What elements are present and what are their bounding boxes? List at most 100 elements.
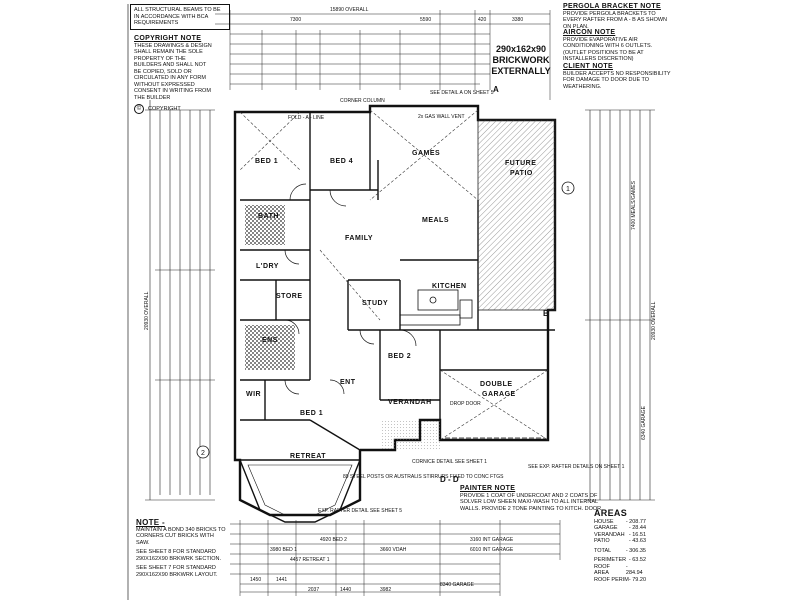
general-note-title: NOTE -: [136, 518, 165, 527]
grid-marker-2-label: 2: [201, 450, 205, 457]
areas-row-value: - 306.35: [625, 547, 646, 554]
top-dim-1: 7300: [290, 17, 301, 23]
pergola-body: PROVIDE PERGOLA BRACKETS TO EVERY RAFTER…: [563, 10, 668, 30]
room-study: STUDY: [362, 300, 388, 307]
room-verandah: VERANDAH: [388, 399, 432, 406]
painter-body: PROVIDE 1 COAT OF UNDERCOAT AND 2 COATS …: [460, 492, 603, 512]
room-wir: WIR: [246, 391, 261, 398]
bottom-vdah-dim: 3660 VDAH: [380, 547, 407, 553]
bottom-dimension-chains: [230, 520, 561, 596]
areas-row-value: - 43.63: [628, 538, 646, 544]
right-garage-dim: 6340 GARAGE: [641, 405, 647, 440]
see-detail-label: SEE DETAIL A ON SHEET 5: [430, 90, 494, 96]
right-meals-dim: 7400 MEALS/GAMES: [631, 180, 637, 230]
cornice-detail-label: CORNICE DETAIL SEE SHEET 1: [412, 459, 487, 465]
room-store: STORE: [276, 293, 303, 300]
areas-row: HOUSE - 208.77: [594, 519, 646, 526]
room-bed1-top: BED 1: [255, 158, 278, 165]
aircon-note: AIRCON NOTE PROVIDE EVAPORATIVE AIR COND…: [563, 29, 673, 63]
room-bed1: BED 1: [300, 410, 323, 417]
left-overall-dim: 20930 OVERALL: [144, 291, 150, 330]
aircon-title: AIRCON NOTE: [563, 29, 616, 36]
areas-row-label: ROOF AREA: [594, 563, 610, 577]
general-note: NOTE - MAINTAIN A BOND 340 BRICKS TO COR…: [136, 518, 226, 578]
room-future-patio-2: PATIO: [510, 170, 533, 177]
client-note: CLIENT NOTE BUILDER ACCEPTS NO RESPONSIB…: [563, 63, 673, 90]
areas-row-value: - 79.20: [628, 576, 646, 583]
areas-row-label: GARAGE: [594, 525, 618, 531]
gas-vent-label: 2x GAS WALL VENT: [418, 114, 465, 120]
room-kitchen: KITCHEN: [432, 283, 467, 290]
general-note-line-3: SEE SHEET 7 FOR STANDARD 290x162x90 BRKW…: [136, 565, 218, 578]
painter-title: PAINTER NOTE: [460, 485, 516, 492]
areas-row-label: HOUSE: [594, 518, 614, 525]
copyright-body: THESE DRAWINGS & DESIGN SHALL REMAIN THE…: [134, 42, 212, 101]
plan-annotations: CORNER COLUMN SEE DETAIL A ON SHEET 5 FO…: [288, 85, 625, 514]
room-double-garage: DOUBLE: [480, 381, 513, 388]
areas-row-value: - 284.94: [625, 563, 643, 577]
room-retreat: RETREAT: [290, 453, 326, 460]
top-dim-2: 5590: [420, 17, 431, 23]
areas-row-value: - 63.52: [628, 557, 646, 563]
areas-row-label: TOTAL: [594, 547, 612, 554]
areas-row-value: - 208.77: [625, 518, 646, 525]
door-swings: [284, 183, 417, 395]
areas-row-label: VERANDAH: [594, 531, 625, 538]
room-labels: BED 1 BED 4 GAMES FUTURE PATIO MEALS FAM…: [246, 150, 536, 460]
room-bed4: BED 4: [330, 158, 353, 165]
brickwork-label: BRICKWORK: [492, 55, 550, 65]
top-dimension-chains: [215, 10, 551, 100]
areas-row-value: - 16.51: [628, 531, 646, 538]
left-dimension-chains: [145, 100, 215, 501]
bottom-dim-c: 2037: [308, 587, 319, 593]
bottom-dim-e: 3982: [380, 587, 391, 593]
bottom-dim-d: 1440: [340, 587, 351, 593]
bottom-int-garage2-dim: 3160 INT GARAGE: [470, 537, 514, 543]
steel-posts-label: 89 STEEL POSTS OR AUSTRALIS STIRRUPS FIX…: [343, 474, 504, 480]
bath-tiles: [245, 205, 285, 245]
room-games: GAMES: [412, 150, 440, 157]
copyright-icon: ©: [134, 104, 144, 114]
corner-column-label: CORNER COLUMN: [340, 98, 385, 104]
bottom-retreat-dim: 4457 RETREAT 1: [290, 557, 330, 563]
fold-a-line-label: FOLD - A - LINE: [288, 115, 325, 121]
section-dd-label: D - D: [440, 475, 459, 484]
room-bath: BATH: [258, 213, 279, 220]
pergola-title: PERGOLA BRACKET NOTE: [563, 3, 661, 10]
painter-note: PAINTER NOTE PROVIDE 1 COAT OF UNDERCOAT…: [460, 485, 610, 512]
areas-row: VERANDAH- 16.51: [594, 532, 646, 539]
overall-width-dim: 15890 OVERALL: [330, 7, 369, 13]
room-ldry: L'DRY: [256, 263, 279, 270]
exp-rafter-label: EXP. RAFTER DETAIL SEE SHEET 5: [318, 508, 402, 514]
brickwork-stamp: 290x162x90 BRICKWORK EXTERNALLY: [490, 44, 552, 77]
right-dimension-chains: [585, 109, 655, 501]
areas-title: AREAS: [594, 508, 628, 518]
bottom-dim-b: 1441: [276, 577, 287, 583]
copyright-symbol-label: COPYRIGHT: [148, 105, 181, 112]
areas-row: TOTAL - 306.35: [594, 548, 646, 555]
room-bed2: BED 2: [388, 353, 411, 360]
copyright-note: COPYRIGHT NOTE THESE DRAWINGS & DESIGN S…: [134, 35, 214, 114]
roof-lines: [239, 109, 549, 441]
copyright-title: COPYRIGHT NOTE: [134, 35, 202, 42]
bottom-garage-dim: 8340 GARAGE: [440, 582, 475, 588]
areas-row-value: - 28.44: [628, 525, 646, 531]
see-exp-rafter-label: SEE EXP. RAFTER DETAILS ON SHEET 1: [528, 464, 625, 470]
verandah-dots: [380, 420, 440, 450]
areas-row: PATIO - 43.63: [594, 538, 646, 545]
structural-note: ALL STRUCTURAL BEAMS TO BE IN ACCORDANCE…: [130, 4, 230, 30]
grid-marker-1-label: 1: [566, 186, 570, 193]
top-dim-4: 3380: [512, 17, 523, 23]
ensuite-tiles: [245, 325, 295, 370]
marker-b: B: [543, 309, 549, 318]
room-ent: ENT: [340, 379, 356, 386]
bottom-bed2-dim: 4920 BED 2: [320, 537, 347, 543]
brickwork-size: 290x162x90: [495, 44, 547, 54]
areas-row: ROOF PERIM- 79.20: [594, 577, 646, 584]
areas-row: GARAGE - 28.44: [594, 525, 646, 532]
areas-row-label: ROOF PERIM: [594, 576, 629, 583]
room-family: FAMILY: [345, 235, 373, 242]
areas-row-label: PATIO: [594, 538, 610, 544]
